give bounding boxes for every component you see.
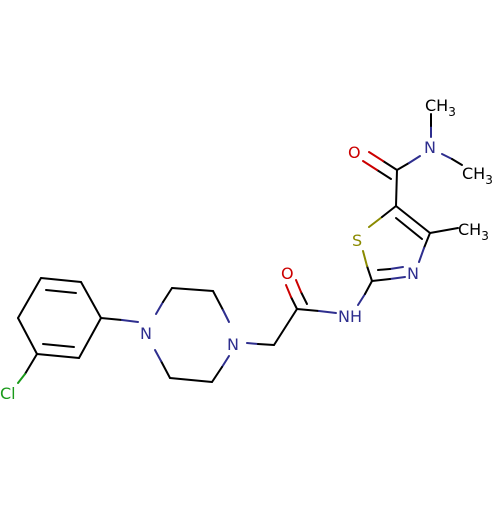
bond-co-a [290, 296, 298, 310]
bond [395, 217, 423, 240]
carboxamide-oxygen-label: O [348, 143, 361, 162]
bond [45, 289, 77, 294]
amide-oxygen-label: O [281, 264, 294, 283]
bond-n-me-right-b [451, 158, 463, 166]
bond [78, 317, 102, 359]
bond-c-nh [296, 308, 320, 312]
bond [162, 287, 173, 303]
dimethyl-nitrogen-label: N [424, 138, 436, 157]
thiazole-ring [362, 205, 431, 282]
bond-n-ch2 [246, 342, 259, 345]
methyl-mid-label: CH3 [462, 164, 493, 187]
bond-n-ch2-b [257, 343, 275, 346]
bond [423, 232, 431, 249]
bond [42, 343, 75, 348]
bond [222, 309, 230, 323]
bond-aryl-n-colored [121, 319, 139, 323]
piperazine-ring [154, 287, 230, 383]
amide-nh-label: NH [338, 307, 362, 326]
bond-c-o-b-colored [362, 160, 378, 171]
bond [362, 250, 368, 267]
bond-co-a-colored [285, 284, 292, 298]
bond-c5-carbonyl [395, 169, 398, 207]
bond [155, 301, 164, 315]
bond-c-o-b [376, 169, 392, 180]
bond-ch2-c [273, 308, 298, 346]
bond-c-cl [24, 353, 38, 375]
methyl-top-label: CH3 [425, 96, 456, 119]
bond [389, 276, 406, 280]
bond [17, 277, 42, 319]
bond-ring-methyl [429, 227, 459, 234]
bond [40, 277, 82, 283]
bond [381, 205, 397, 218]
methyl-ring-label: CH3 [458, 220, 489, 243]
bond-nh-c2 [357, 293, 366, 306]
bond [171, 287, 214, 292]
bond [160, 360, 171, 379]
thiazole-sulfur-label: S [352, 231, 362, 250]
bond [36, 353, 80, 359]
bond [418, 247, 425, 263]
bond [80, 281, 102, 319]
benzene-ring [17, 277, 102, 359]
bond [17, 317, 38, 355]
bond [154, 349, 162, 362]
bond [366, 265, 373, 282]
bond-nh-c2-b [364, 280, 373, 295]
bond [169, 377, 213, 383]
piperazine-nitrogen-label: N [227, 335, 239, 354]
bond [211, 366, 223, 383]
bond [395, 205, 431, 234]
bond [212, 290, 224, 311]
bond [389, 266, 404, 270]
chlorine-label: Cl [0, 384, 16, 403]
bond-c-cl-colored [17, 373, 26, 384]
bond-co-b [300, 291, 308, 305]
bond [221, 355, 230, 368]
bond-c-o-a-colored [368, 151, 384, 162]
bond-n-me-right [441, 153, 453, 160]
bond [371, 278, 391, 282]
bond-co-b-colored [295, 279, 302, 293]
bond-c-o-a [382, 160, 398, 171]
aryl-nitrogen-label: N [140, 324, 152, 343]
thiazole-nitrogen-label: N [407, 264, 419, 283]
bond-aryl-n [100, 317, 123, 321]
bond-c-n-colored [408, 155, 421, 164]
bond-c-n [396, 162, 410, 171]
bond [377, 268, 391, 271]
bond-c-nh-colored [318, 310, 337, 314]
bond [368, 216, 383, 228]
